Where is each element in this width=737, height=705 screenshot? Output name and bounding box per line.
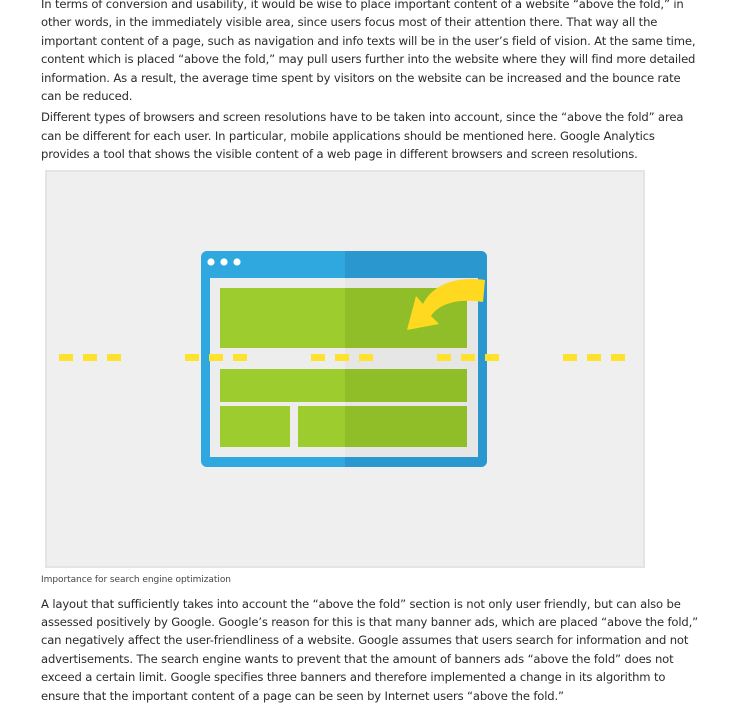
fold-line-inside [209, 353, 499, 361]
browser-window-icon [201, 250, 487, 467]
window-dot-icon [220, 258, 228, 266]
paragraph-intro: In terms of conversion and usability, it… [41, 0, 696, 104]
paragraph-browsers: Different types of browsers and screen r… [41, 110, 684, 162]
paragraph-google: A layout that sufficiently takes into ac… [41, 596, 699, 703]
window-dot-icon [233, 258, 241, 266]
figure-caption: Importance for search engine optimizatio… [41, 574, 231, 585]
window-dot-icon [207, 258, 215, 266]
fold-line [59, 353, 625, 361]
illustration-svg [59, 250, 625, 467]
above-the-fold-illustration [45, 169, 645, 568]
curved-arrow-icon [407, 278, 485, 330]
article-body: In terms of conversion and usability, it… [41, 0, 701, 705]
